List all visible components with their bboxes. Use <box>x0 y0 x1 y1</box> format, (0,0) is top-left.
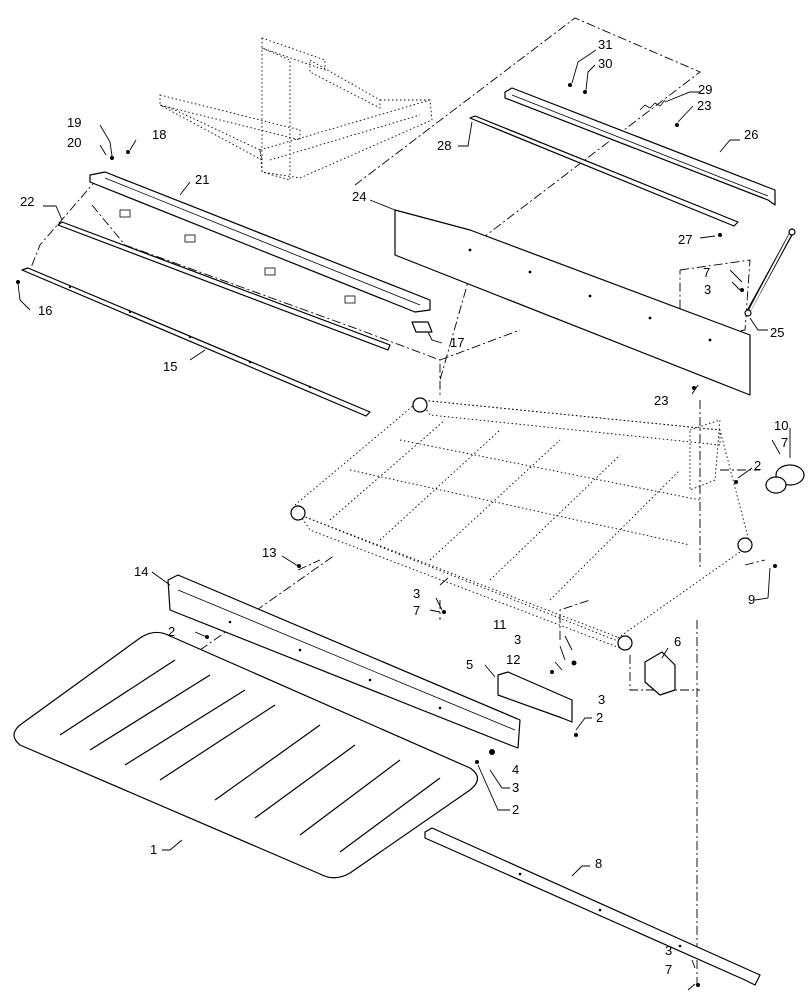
callout-label: 24 <box>352 189 366 204</box>
part-1-belt <box>13 631 479 879</box>
callout-labels: 1 2 2 2 2 3 3 3 3 3 3 4 5 6 7 7 7 7 8 9 … <box>20 37 788 977</box>
part-29-spring <box>639 99 666 111</box>
part-14-rail <box>167 574 521 749</box>
part-25-gas-spring <box>744 228 796 317</box>
callout-label: 7 <box>781 435 788 450</box>
callout-leaders <box>17 49 791 991</box>
callout-label: 2 <box>512 802 519 817</box>
callout-label: 16 <box>38 303 52 318</box>
assembly-lines <box>29 17 766 985</box>
callout-label: 4 <box>512 762 519 777</box>
callout-label: 31 <box>598 37 612 52</box>
callout-label: 2 <box>168 624 175 639</box>
part-17-clip <box>411 321 433 333</box>
callout-label: 3 <box>512 780 519 795</box>
part-28-strip <box>469 115 739 227</box>
callout-label: 9 <box>748 592 755 607</box>
part-8-strip <box>424 827 761 986</box>
callout-label: 6 <box>674 634 681 649</box>
part-10-bearing <box>765 464 805 494</box>
part-5-bracket <box>497 671 573 723</box>
callout-label: 25 <box>770 325 784 340</box>
callout-label: 19 <box>67 115 81 130</box>
callout-label: 8 <box>595 856 602 871</box>
callout-label: 14 <box>134 564 148 579</box>
callout-label: 1 <box>150 842 157 857</box>
callout-label: 27 <box>678 232 692 247</box>
callout-label: 20 <box>67 135 81 150</box>
callout-label: 18 <box>152 127 166 142</box>
hardware <box>16 83 777 987</box>
callout-label: 5 <box>466 657 473 672</box>
part-26-strip <box>504 87 776 206</box>
callout-label: 28 <box>437 138 451 153</box>
callout-label: 30 <box>598 56 612 71</box>
part-24-panel <box>394 209 751 396</box>
callout-label: 12 <box>506 652 520 667</box>
callout-label: 7 <box>665 962 672 977</box>
callout-label: 7 <box>703 265 710 280</box>
callout-label: 3 <box>598 692 605 707</box>
callout-label: 2 <box>596 710 603 725</box>
part-21-rail <box>89 171 431 313</box>
part-22-strip <box>57 221 391 351</box>
callout-label: 26 <box>744 127 758 142</box>
callout-label: 29 <box>698 82 712 97</box>
callout-label: 21 <box>195 172 209 187</box>
callout-label: 3 <box>413 586 420 601</box>
part-6-block <box>644 651 676 696</box>
phantom-upper-frame <box>159 37 433 181</box>
callout-label: 13 <box>262 545 276 560</box>
callout-label: 23 <box>654 393 668 408</box>
callout-label: 23 <box>697 98 711 113</box>
callout-label: 17 <box>450 335 464 350</box>
callout-label: 3 <box>514 632 521 647</box>
main-frame <box>290 397 753 651</box>
callout-label: 3 <box>704 282 711 297</box>
callout-label: 15 <box>163 359 177 374</box>
callout-label: 22 <box>20 194 34 209</box>
part-15-strip <box>21 267 371 417</box>
callout-label: 10 <box>774 418 788 433</box>
callout-label: 2 <box>754 458 761 473</box>
callout-label: 11 <box>493 617 507 632</box>
callout-label: 7 <box>413 603 420 618</box>
callout-label: 3 <box>665 943 672 958</box>
